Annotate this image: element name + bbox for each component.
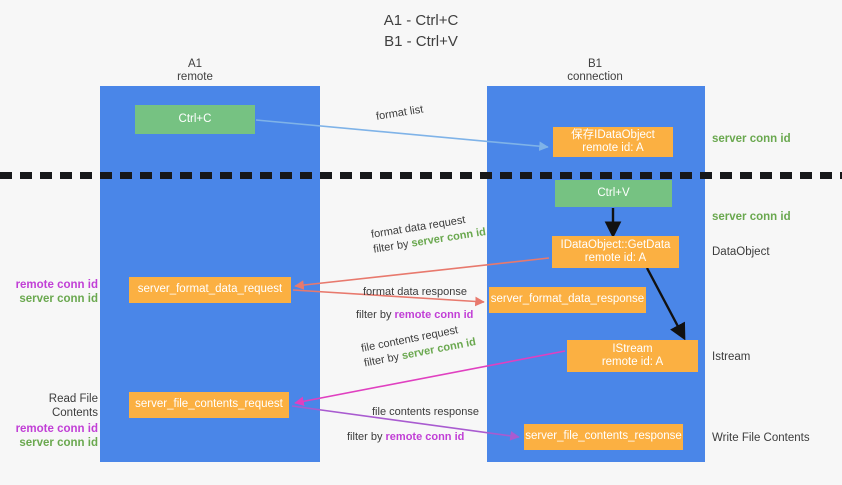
arrow-label-format-data-response-line1: format data response: [363, 286, 467, 298]
node-server-file-contents-response[interactable]: server_file_contents_response: [524, 424, 683, 450]
column-header-b1-role: connection: [567, 71, 623, 83]
node-server-file-contents-response-label: server_file_contents_response: [525, 430, 682, 443]
title-line-2: B1 - Ctrl+V: [384, 33, 458, 50]
arrow-label-format-list: format list: [375, 103, 424, 125]
node-server-format-data-request[interactable]: server_format_data_request: [129, 277, 291, 303]
node-idataobject-getdata[interactable]: IDataObject::GetData remote id: A: [552, 236, 679, 268]
node-istream-text: IStream remote id: A: [602, 343, 663, 370]
arrow-label-format-data-response-line2: filter by remote conn id: [356, 308, 473, 323]
right-label-write-file-contents: Write File Contents: [712, 431, 810, 445]
right-label-dataobject: DataObject: [712, 245, 770, 259]
right-label-write-file-contents-text: Write File Contents: [712, 432, 810, 444]
left-label-server-conn-id-2: server conn id: [19, 437, 98, 449]
node-save-idataobject-line2: remote id: A: [582, 142, 644, 154]
right-label-server-conn-id-mid: server conn id: [712, 210, 791, 224]
node-server-format-data-response[interactable]: server_format_data_response: [489, 287, 646, 313]
right-label-dataobject-text: DataObject: [712, 246, 770, 258]
arrow-label-format-data-response: format data response filter by remote co…: [356, 285, 473, 323]
column-header-b1-name: B1: [587, 58, 603, 70]
dashed-divider: [0, 172, 842, 179]
node-getdata-line1: IDataObject::GetData: [560, 238, 671, 251]
title-line-1: A1 - Ctrl+C: [383, 12, 459, 29]
arrow-label-format-list-text: format list: [375, 103, 425, 123]
node-istream[interactable]: IStream remote id: A: [567, 340, 698, 372]
left-label-read-file-block: Read File Contents remote conn id server…: [6, 392, 98, 450]
left-label-conn-ids-format: remote conn id server conn id: [6, 278, 98, 306]
column-header-a1-role: remote: [177, 71, 213, 83]
arrow-label-format-data-request: format data request filter by server con…: [370, 210, 487, 257]
right-label-server-conn-id-mid-text: server conn id: [712, 211, 791, 223]
node-istream-line1: IStream: [612, 342, 653, 355]
column-header-a1-name: A1: [187, 58, 203, 70]
node-getdata-line2: remote id: A: [584, 252, 647, 264]
node-server-format-data-response-label: server_format_data_response: [490, 293, 645, 306]
node-ctrl-v-label: Ctrl+V: [597, 186, 630, 199]
right-label-istream-text: Istream: [712, 351, 751, 363]
right-label-server-conn-id-top: server conn id: [712, 132, 791, 146]
node-server-file-contents-request[interactable]: server_file_contents_request: [129, 392, 289, 418]
left-label-read-file-contents: Read File Contents: [48, 393, 98, 419]
node-save-idataobject[interactable]: 保存IDataObject remote id: A: [553, 127, 673, 157]
column-header-b1: B1 connection: [520, 58, 670, 84]
node-server-file-contents-request-label: server_file_contents_request: [135, 398, 283, 411]
left-label-remote-conn-id-2: remote conn id: [15, 423, 98, 435]
node-save-idataobject-line1: 保存IDataObject: [571, 128, 655, 141]
node-save-idataobject-text: 保存IDataObject remote id: A: [571, 129, 655, 156]
page-title: A1 - Ctrl+C B1 - Ctrl+V: [0, 10, 842, 52]
node-getdata-text: IDataObject::GetData remote id: A: [561, 239, 671, 266]
left-label-remote-conn-id-1: remote conn id: [15, 279, 98, 291]
node-ctrl-c[interactable]: Ctrl+C: [135, 105, 255, 134]
arrow-label-file-contents-response: file contents response filter by remote …: [347, 405, 480, 445]
arrow-label-file-contents-response-line2: filter by remote conn id: [347, 430, 479, 445]
arrow-label-file-contents-request: file contents request filter by server c…: [360, 320, 477, 371]
right-label-server-conn-id-top-text: server conn id: [712, 133, 791, 145]
right-label-istream: Istream: [712, 350, 750, 364]
filter-value-remote-conn-id: remote conn id: [394, 309, 474, 321]
node-istream-line2: remote id: A: [601, 356, 664, 368]
filter-value-remote-conn-id: remote conn id: [385, 431, 465, 443]
node-ctrl-c-label: Ctrl+C: [178, 112, 212, 125]
node-server-format-data-request-label: server_format_data_request: [137, 283, 283, 296]
column-header-a1: A1 remote: [120, 58, 270, 84]
left-label-server-conn-id-1: server conn id: [19, 293, 98, 305]
filter-prefix: filter by: [356, 309, 395, 321]
arrow-label-file-contents-response-line1: file contents response: [372, 406, 480, 418]
node-ctrl-v[interactable]: Ctrl+V: [555, 180, 672, 207]
filter-prefix: filter by: [347, 431, 386, 443]
